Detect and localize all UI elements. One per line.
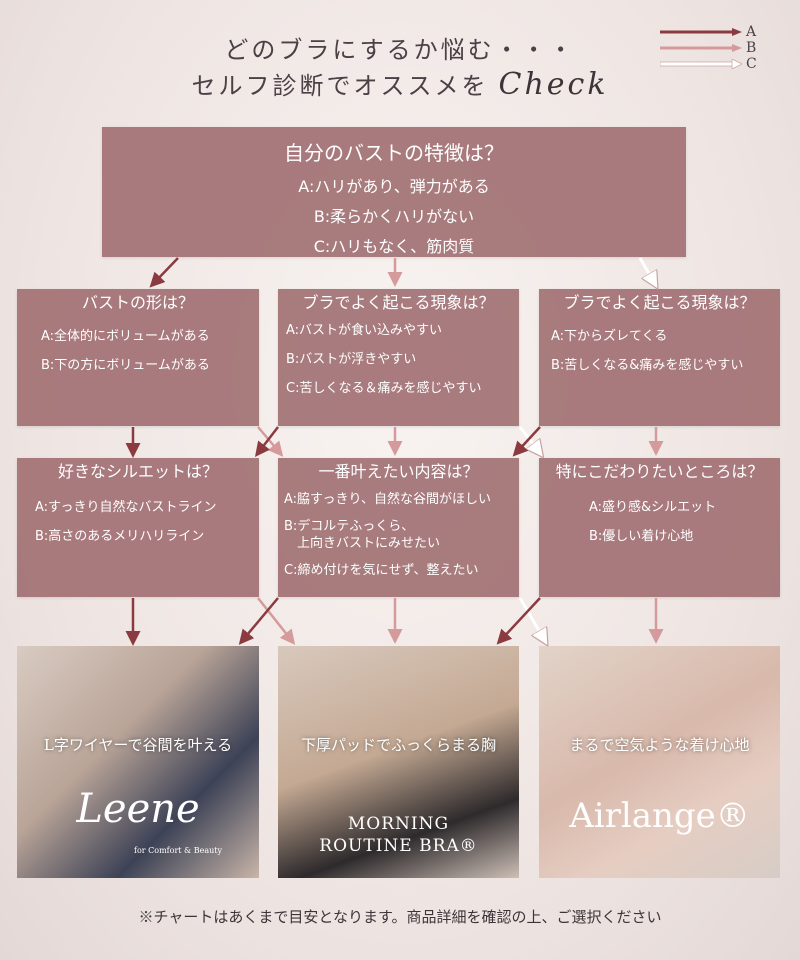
legend: A B C xyxy=(660,24,780,72)
product-caption: まるで空気ような着け心地 xyxy=(569,736,750,754)
option-a: A:脇すっきり、自然な谷間がほしい xyxy=(284,492,492,507)
option-b: B:高さのあるメリハリライン xyxy=(35,528,205,544)
question-phenomenon-2: ブラでよく起こる現象は？ A:下からズレてくる B:苦しくなる&痛みを感じやすい xyxy=(539,289,780,426)
product-airlange[interactable]: まるで空気ような着け心地 Airlange® xyxy=(539,646,780,878)
header-line1: どのブラにするか悩む・・・ xyxy=(224,36,576,64)
legend-label: A xyxy=(746,24,757,40)
arrow-c xyxy=(518,426,540,453)
option-b: B:バストが浮きやすい xyxy=(286,351,417,367)
question-wish: 一番叶えたい内容は？ A:脇すっきり、自然な谷間がほしい B:デコルテふっくら、… xyxy=(278,458,519,597)
product-caption: L字ワイヤーで谷間を叶える xyxy=(43,736,233,754)
question-silhouette: 好きなシルエットは？ A:すっきり自然なバストライン B:高さのあるメリハリライ… xyxy=(17,458,259,597)
question-title: ブラでよく起こる現象は？ xyxy=(302,293,495,312)
legend-a: A xyxy=(660,24,780,40)
airlange-logo: Airlange® xyxy=(569,796,750,836)
arrow-b xyxy=(257,597,296,645)
question-priority: 特にこだわりたいところは？ A:盛り感&シルエット B:優しい着け心地 xyxy=(539,458,780,597)
option-a: A:ハリがあり、弾力がある xyxy=(298,177,490,196)
option-c: C:締め付けを気にせず、整えたい xyxy=(284,562,479,578)
legend-label: B xyxy=(746,40,757,56)
option-a: A:すっきり自然なバストライン xyxy=(35,500,217,515)
option-a: A:バストが食い込みやすい xyxy=(286,323,443,338)
question-title: バストの形は？ xyxy=(81,293,194,312)
option-a: A:盛り感&シルエット xyxy=(589,500,717,515)
option-b: B:下の方にボリュームがある xyxy=(41,357,210,373)
legend-b: B xyxy=(660,40,780,56)
legend-c: C xyxy=(660,56,780,72)
question-phenomenon-1: ブラでよく起こる現象は？ A:バストが食い込みやすい B:バストが浮きやすい C… xyxy=(278,289,519,426)
product-caption: 下厚パッドでふっくらまる胸 xyxy=(300,736,496,754)
arrow-a xyxy=(496,597,541,645)
question-shape: バストの形は？ A:全体的にボリュームがある B:下の方にボリュームがある xyxy=(17,289,259,426)
question-title: 一番叶えたい内容は？ xyxy=(318,462,479,481)
option-c: C:苦しくなる＆痛みを感じやすい xyxy=(286,380,482,396)
arrow-a xyxy=(238,597,279,645)
header-text: セルフ診断でオススメを xyxy=(191,72,489,100)
question-title: ブラでよく起こる現象は？ xyxy=(563,293,756,312)
option-a: A:全体的にボリュームがある xyxy=(41,329,210,344)
option-b: B:デコルテふっくら、 上向きバストにみせたい xyxy=(284,518,441,551)
disclaimer: ※チャートはあくまで目安となります。商品詳細を確認の上、ご選択ください xyxy=(138,908,662,926)
header-line2: セルフ診断でオススメを Check xyxy=(0,66,800,102)
product-morning-routine[interactable]: 下厚パッドでふっくらまる胸 MORNING ROUTINE BRA® xyxy=(278,646,519,878)
question-title: 好きなシルエットは？ xyxy=(57,462,218,481)
leene-logo-sub: for Comfort & Beauty xyxy=(134,846,222,855)
leene-logo: Leene xyxy=(76,786,200,832)
question-title: 特にこだわりたいところは？ xyxy=(555,462,764,481)
arrow-c xyxy=(518,597,545,641)
legend-label: C xyxy=(746,56,757,72)
arrow-a xyxy=(254,426,279,457)
product-leene[interactable]: L字ワイヤーで谷間を叶える Leene for Comfort & Beauty xyxy=(17,646,259,878)
option-b: B:優しい着け心地 xyxy=(589,528,694,544)
morning-logo: MORNING xyxy=(347,814,450,834)
option-b: B:苦しくなる&痛みを感じやすい xyxy=(551,357,744,373)
option-a: A:下からズレてくる xyxy=(551,329,668,344)
arrow-a xyxy=(149,257,179,288)
arrow-a xyxy=(512,426,541,457)
option-b: B:柔らかくハリがない xyxy=(313,207,475,226)
question-title: 自分のバストの特徴は？ xyxy=(284,141,504,165)
question-top: 自分のバストの特徴は？ A:ハリがあり、弾力がある B:柔らかくハリがない C:… xyxy=(102,127,686,257)
morning-logo-sub: ROUTINE BRA® xyxy=(319,836,478,856)
option-c: C:ハリもなく、筋肉質 xyxy=(313,237,475,256)
arrow-c xyxy=(638,257,655,284)
check-logo: Check xyxy=(498,67,609,102)
